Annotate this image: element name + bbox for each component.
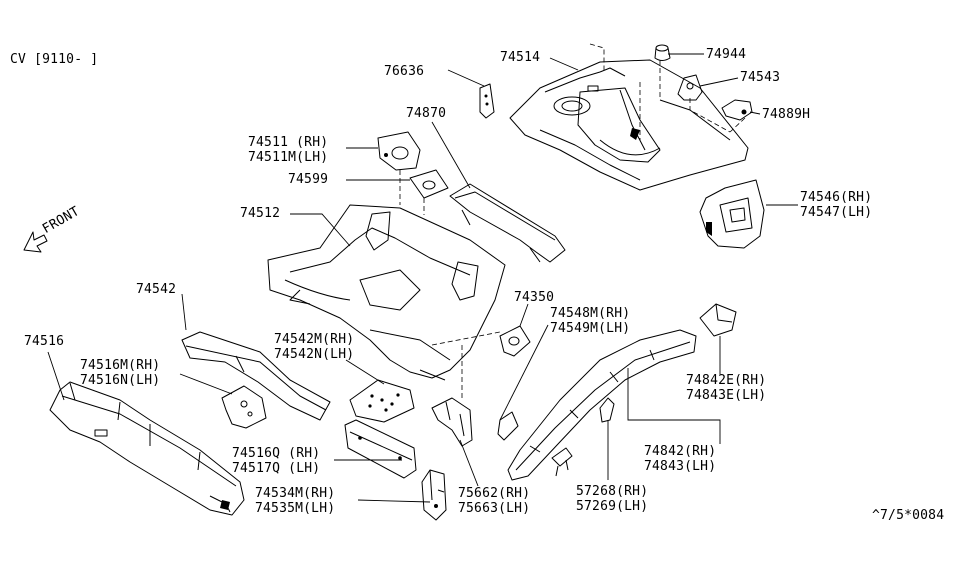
rear-floor-panel <box>509 59 749 191</box>
bracket-74889h <box>721 99 753 121</box>
part-label-74516: 74516 <box>24 334 65 349</box>
plate-74350 <box>499 325 531 357</box>
part-label-74511: 74511 (RH)74511M(LH) <box>248 135 329 165</box>
member-74516q <box>344 419 417 479</box>
grommet-part <box>654 44 671 61</box>
bracket-74542m <box>349 379 415 423</box>
clip-57268 <box>551 397 615 477</box>
part-label-74870: 74870 <box>406 106 447 121</box>
part-label-74944: 74944 <box>706 47 747 62</box>
part-label-74512: 74512 <box>240 206 281 221</box>
part-label-74350: 74350 <box>514 290 555 305</box>
part-label-74542: 74542 <box>136 282 177 297</box>
part-label-74889h: 74889H <box>762 107 811 122</box>
part-label-57268: 57268(RH)57269(LH) <box>576 484 649 514</box>
rear-side-member <box>507 329 697 481</box>
bracket-74516m <box>221 385 267 429</box>
part-label-74516q: 74516Q (RH)74517Q (LH) <box>232 446 321 476</box>
bracket-74548m <box>497 411 519 441</box>
part-label-74514: 74514 <box>500 50 541 65</box>
footer-ref: ^7/5*0084 <box>872 508 945 523</box>
part-label-76636: 76636 <box>384 64 425 79</box>
front-floor-panel <box>267 204 506 381</box>
part-label-74842: 74842(RH)74843(LH) <box>644 444 717 474</box>
part-label-74543: 74543 <box>740 70 781 85</box>
bracket-76636 <box>479 83 495 119</box>
leader-lines <box>47 53 798 503</box>
front-arrow-icon <box>23 231 48 253</box>
part-label-74842e: 74842E(RH)74843E(LH) <box>686 373 767 403</box>
bracket-74842e <box>699 303 737 337</box>
part-label-74548m: 74548M(RH)74549M(LH) <box>550 306 631 336</box>
diagram-code: CV [9110- ] <box>10 52 99 67</box>
part-label-74546: 74546(RH)74547(LH) <box>800 190 873 220</box>
cross-member-74870 <box>449 183 566 263</box>
bracket-74534m <box>421 469 447 521</box>
bracket-74511 <box>377 131 421 171</box>
outer-sill-74516 <box>49 381 245 516</box>
bracket-74543 <box>677 74 703 101</box>
plate-74599 <box>409 169 449 199</box>
part-label-75662: 75662(RH)75663(LH) <box>458 486 531 516</box>
bracket-75662 <box>431 397 473 447</box>
part-label-74542m: 74542M(RH)74542N(LH) <box>274 332 355 362</box>
part-label-74534m: 74534M(RH)74535M(LH) <box>255 486 336 516</box>
part-label-74516m: 74516M(RH)74516N(LH) <box>80 358 161 388</box>
part-label-74599: 74599 <box>288 172 329 187</box>
rear-side-extension <box>699 179 765 249</box>
front-side-member <box>181 331 331 421</box>
